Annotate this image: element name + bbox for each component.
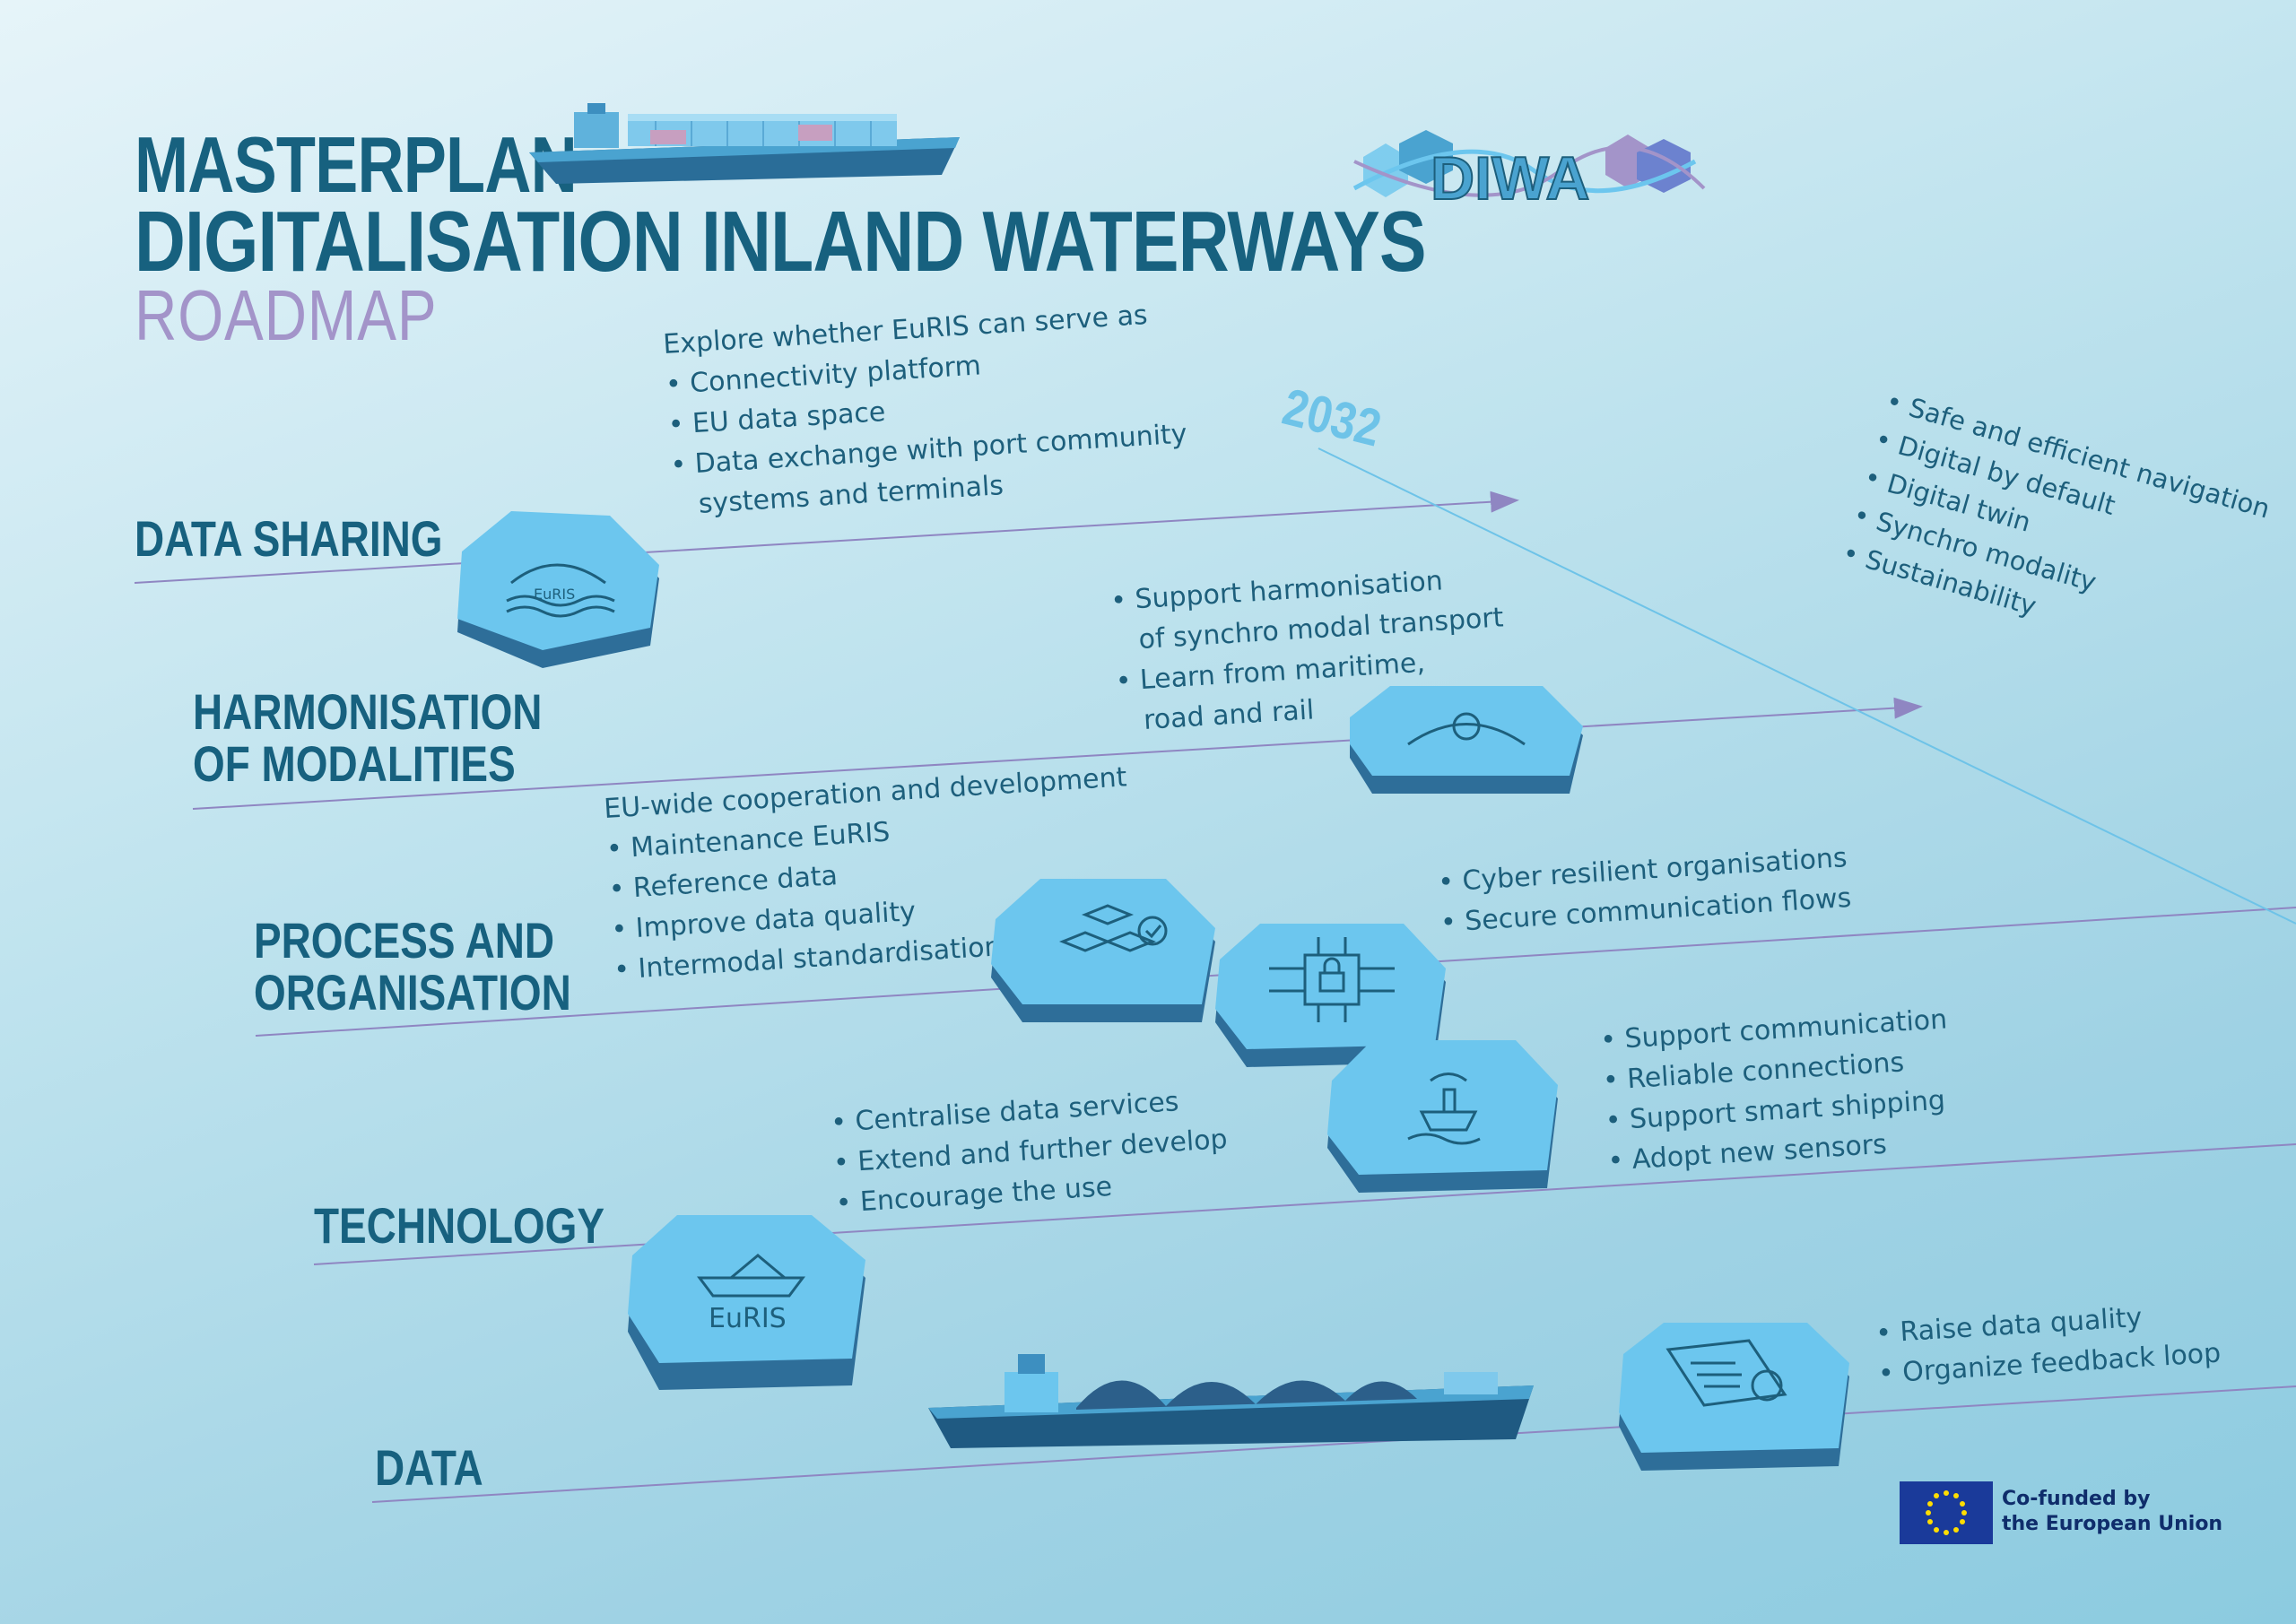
euris-logo-large: EuRIS xyxy=(709,1303,787,1334)
line-data xyxy=(371,1385,2296,1503)
hex-tile-process-1 xyxy=(991,879,1215,1022)
container-ship-illustration xyxy=(529,103,960,184)
hex-tile-process-2 xyxy=(1215,924,1446,1067)
title-line-2: DIGITALISATION INLAND WATERWAYS xyxy=(135,194,1426,290)
row-label-process: PROCESS AND ORGANISATION xyxy=(254,912,571,1020)
notes-communication: • Support communication • Reliable conne… xyxy=(1599,999,1956,1181)
line-2032-diagonal xyxy=(1318,447,2296,925)
lock-circuit-icon xyxy=(1269,937,1395,1022)
notes-data-sharing: Explore whether EuRIS can serve as • Con… xyxy=(662,293,1191,526)
hex-tile-harmonisation xyxy=(1350,686,1583,794)
hex-tile-data-sharing: EuRIS xyxy=(457,511,659,668)
hex-tile-data xyxy=(1619,1323,1849,1471)
row-label-data-sharing: DATA SHARING xyxy=(135,510,443,567)
ship-signal-icon xyxy=(1407,1073,1481,1145)
notes-technology: • Centralise data services • Extend and … xyxy=(830,1079,1231,1224)
euris-logo-small: EuRIS xyxy=(534,586,575,603)
row-label-technology: TECHNOLOGY xyxy=(314,1197,605,1254)
hex-tile-technology: EuRIS xyxy=(628,1215,865,1390)
row-label-data: DATA xyxy=(375,1439,483,1496)
cubes-check-icon xyxy=(1058,904,1168,952)
line-technology xyxy=(313,1143,2296,1265)
diwa-logo: DIWA xyxy=(1352,130,1706,213)
eu-stars-icon xyxy=(1926,1490,1967,1535)
hex-tile-process-3 xyxy=(1327,1040,1558,1193)
euris-ship-icon xyxy=(697,1254,805,1298)
bulk-barge-illustration xyxy=(928,1354,1534,1448)
eu-flag xyxy=(1900,1481,1993,1544)
title-line-1: MASTERPLAN xyxy=(135,120,578,209)
eu-funding-line-1: Co-funded by xyxy=(2002,1488,2151,1510)
subtitle: ROADMAP xyxy=(135,275,438,355)
line-harmonisation xyxy=(192,697,1923,810)
row-label-harmonisation: HARMONISATION OF MODALITIES xyxy=(193,683,543,792)
certificate-icon xyxy=(1665,1339,1787,1407)
eu-funding-line-2: the European Union xyxy=(2002,1513,2223,1535)
line-data-sharing xyxy=(134,491,1519,584)
diwa-logo-text: DIWA xyxy=(1431,144,1590,213)
eu-funding-text: Co-funded by the European Union xyxy=(2002,1487,2222,1537)
ship-wave-icon xyxy=(510,563,606,585)
